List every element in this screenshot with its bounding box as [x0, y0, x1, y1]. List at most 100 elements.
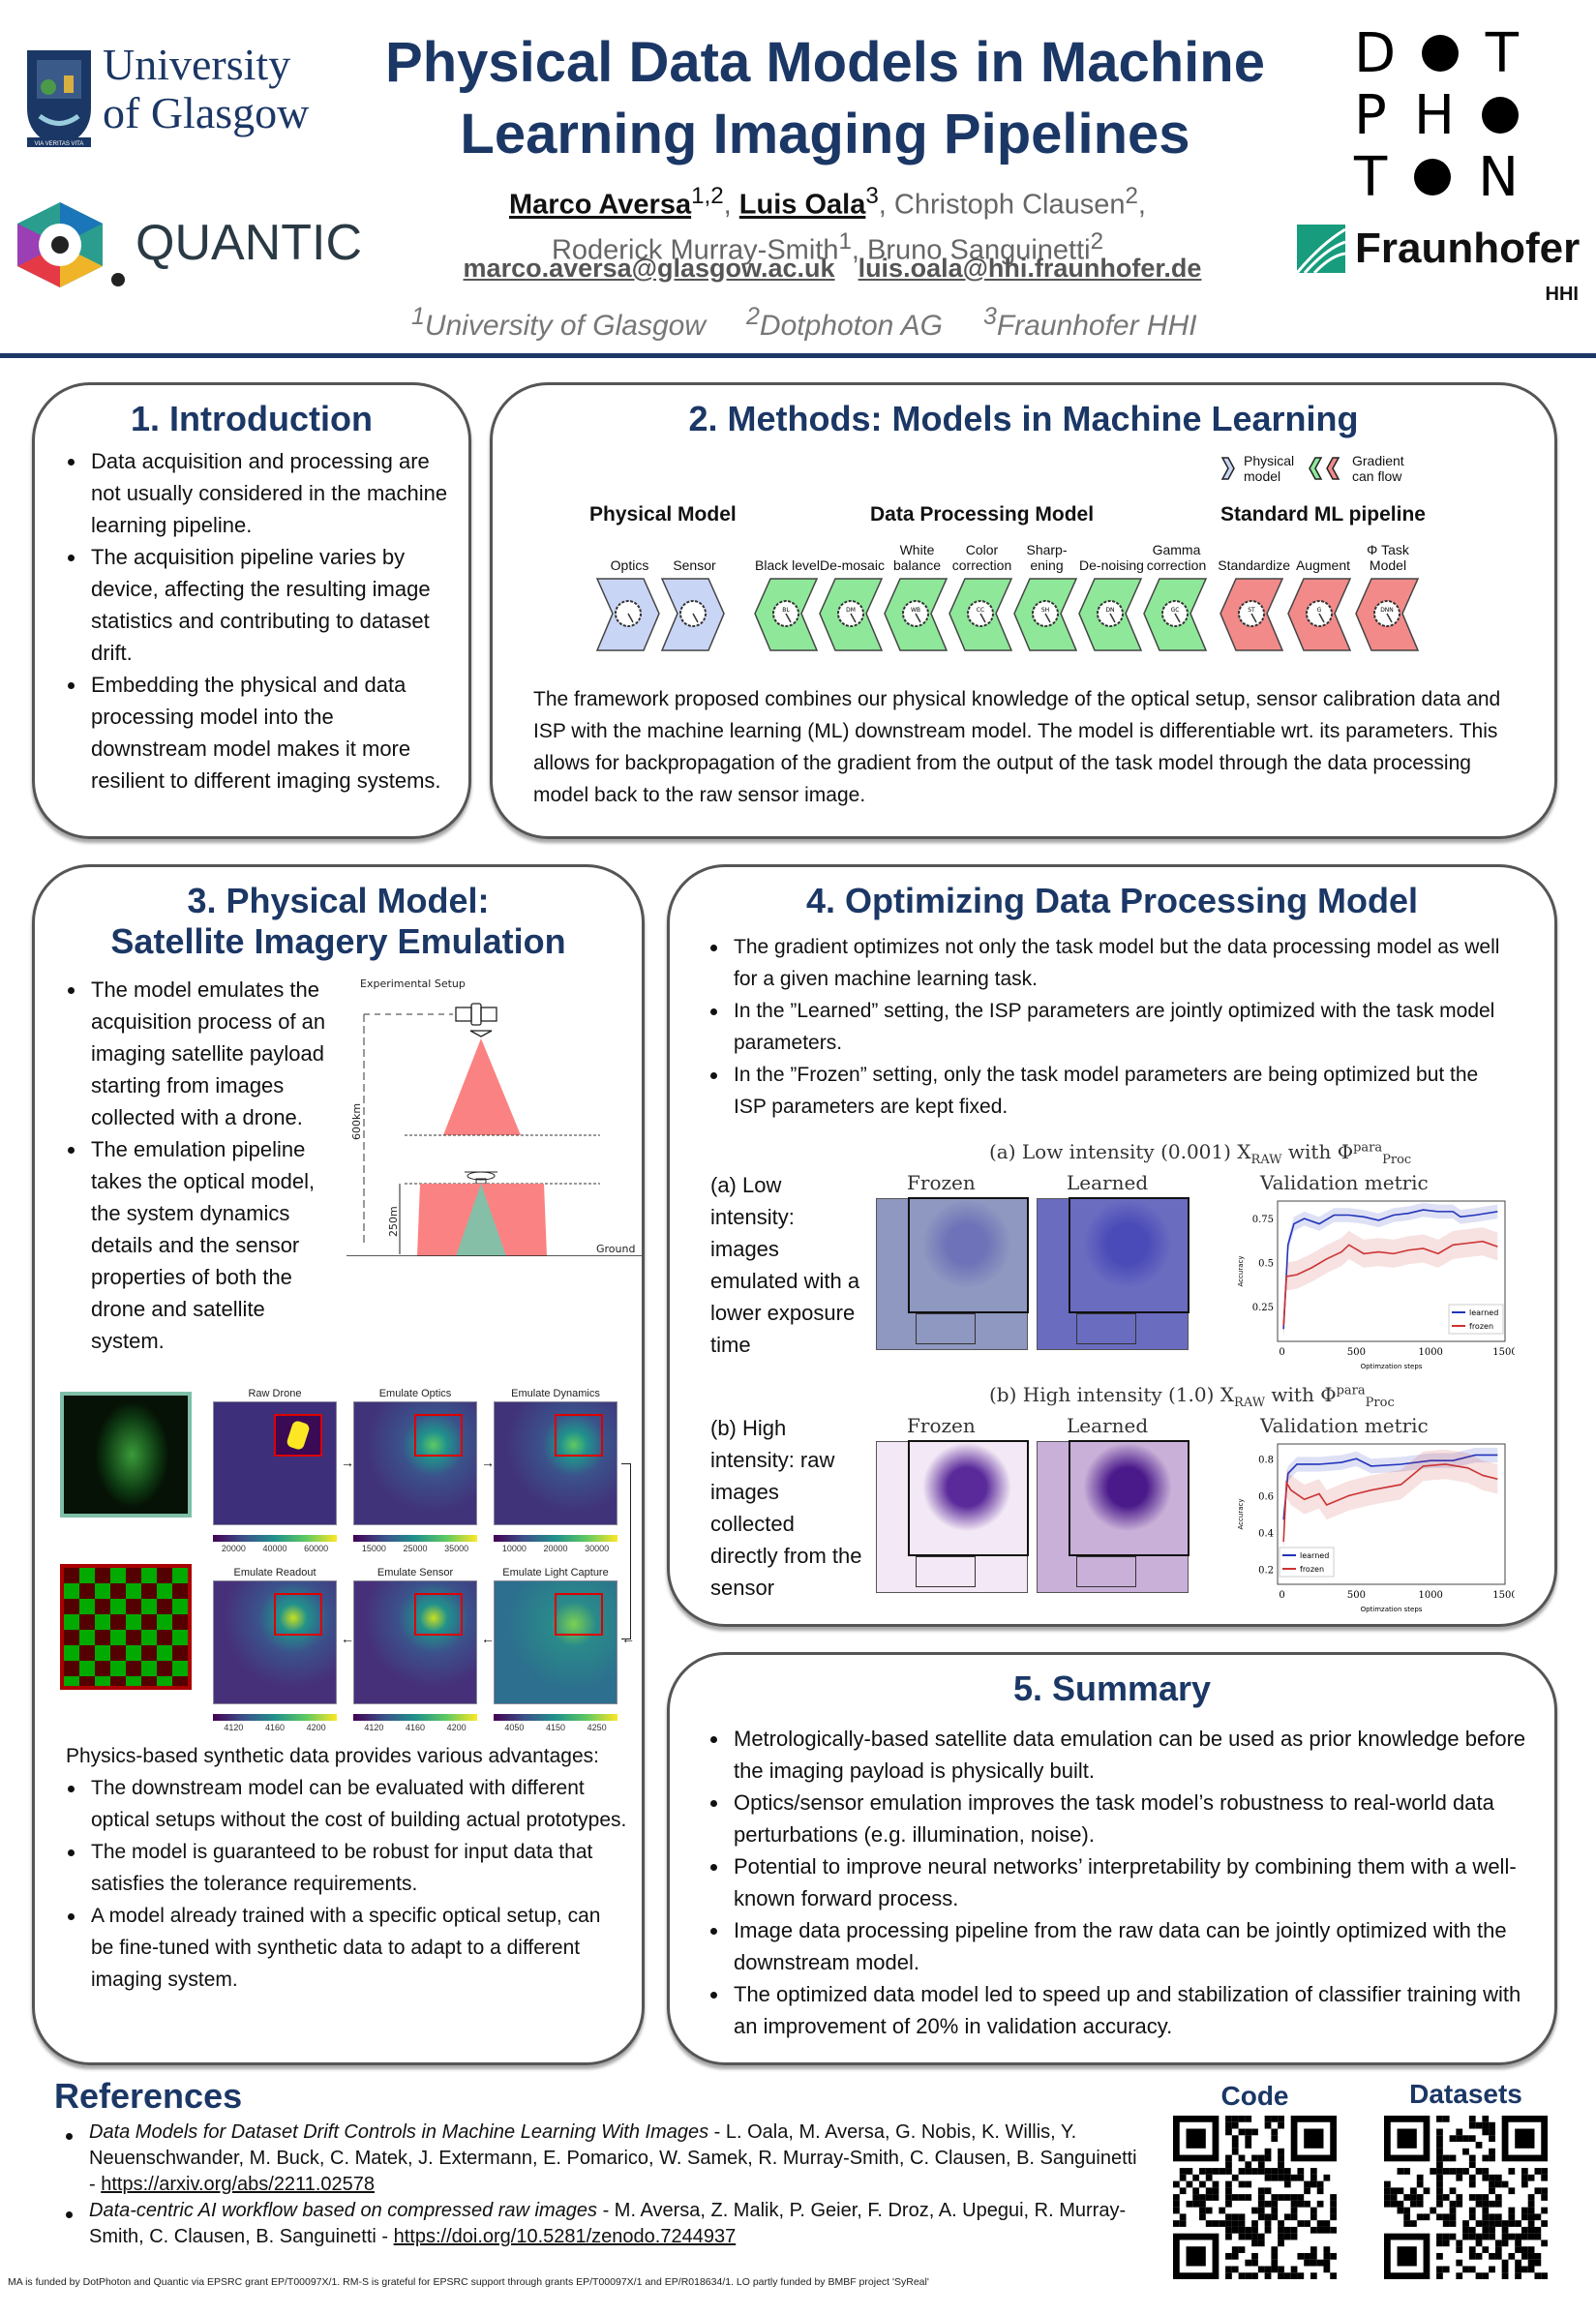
pipeline-stage-physical — [660, 578, 725, 651]
legend-label: frozen — [1300, 1565, 1324, 1574]
datasets-qr-code[interactable] — [1384, 2116, 1548, 2279]
bullet-item: Optics/sensor emulation improves the tas… — [710, 1787, 1533, 1850]
zoom-region — [916, 1313, 976, 1344]
legend-label: frozen — [1469, 1322, 1493, 1331]
inset-box — [414, 1414, 463, 1457]
section-title: 3. Physical Model: Satellite Imagery Emu… — [35, 881, 642, 962]
learned-label: Learned — [1067, 1414, 1149, 1437]
section-title: 2. Methods: Models in Machine Learning — [688, 399, 1359, 438]
bullet-item: The emulation pipeline takes the optical… — [68, 1133, 343, 1357]
fraunhofer-wordmark: Fraunhofer — [1355, 225, 1581, 272]
colorbar — [494, 1714, 617, 1721]
x-tick-label: 500 — [1347, 1590, 1366, 1601]
zoom-region — [1076, 1313, 1136, 1344]
dial-needle — [1109, 613, 1116, 623]
drone-icon — [465, 1171, 497, 1185]
frozen-label: Frozen — [907, 1414, 976, 1437]
bullet-item: In the ”Frozen” setting, only the task m… — [710, 1059, 1514, 1123]
colorbar — [213, 1535, 337, 1542]
email-link[interactable]: marco.aversa@glasgow.ac.uk — [463, 254, 835, 283]
bullet-item: The gradient optimizes not only the task… — [710, 931, 1514, 995]
author-list: Marco Aversa1,2, Luis Oala3, Christoph C… — [509, 183, 1146, 266]
author-name[interactable]: Luis Oala — [738, 189, 866, 221]
x-tick-label: 1000 — [1418, 1590, 1442, 1601]
code-qr-code[interactable] — [1173, 2116, 1337, 2279]
panel-title: Raw Drone — [248, 1388, 302, 1399]
stage-label: Gamma correction — [1146, 542, 1207, 573]
stage-label: Augment — [1295, 557, 1351, 573]
section-title: 1. Introduction — [131, 399, 373, 438]
stage-label: Standardize — [1218, 557, 1290, 573]
ground-label: Ground — [596, 1243, 635, 1255]
legend-label: learned — [1469, 1308, 1498, 1317]
affiliation: 3Fraunhofer HHI — [982, 303, 1197, 342]
bullet-item: The optimized data model led to speed up… — [710, 1978, 1533, 2042]
reference-link[interactable]: https://doi.org/10.5281/zenodo.7244937 — [393, 2226, 737, 2247]
panel-image — [494, 1401, 617, 1525]
dot-icon — [1481, 97, 1519, 134]
series-line-frozen — [1282, 1240, 1498, 1326]
stage-abbr: G — [1317, 607, 1322, 614]
x-axis-label: Optimzation steps — [1361, 1363, 1423, 1370]
series-band-frozen — [1283, 1227, 1498, 1340]
dial-needle — [850, 613, 857, 623]
y-axis-label: Accuracy — [1237, 1256, 1245, 1287]
setup-title: Experimental Setup — [360, 977, 466, 990]
dial-needle — [1044, 613, 1051, 623]
optimizing-bullets: The gradient optimizes not only the task… — [710, 931, 1514, 1123]
pipeline-stage-processing: SH — [1013, 578, 1078, 651]
flow-connector — [621, 1463, 631, 1639]
dot-icon — [1414, 159, 1452, 195]
inset-box — [414, 1593, 463, 1636]
x-tick-label: 1000 — [1418, 1347, 1442, 1358]
code-label: Code — [1220, 2081, 1289, 2111]
y-tick-label: 0.5 — [1258, 1258, 1274, 1269]
series-band-frozen — [1283, 1449, 1498, 1557]
dial-needle — [1250, 613, 1257, 623]
bullet-item: The model is guaranteed to be robust for… — [68, 1836, 627, 1900]
metric-label: Validation metric — [1260, 1414, 1429, 1437]
bullet-item: Potential to improve neural networks’ in… — [710, 1850, 1533, 1914]
height-label: 600km — [350, 1103, 363, 1140]
stage-abbr: SH — [1041, 607, 1049, 614]
series-line-frozen — [1282, 1463, 1498, 1543]
references-title: References — [54, 2076, 243, 2116]
group-label: Standard ML pipeline — [1220, 503, 1426, 526]
satellite-icon — [455, 1003, 497, 1037]
reference-link[interactable]: https://arxiv.org/abs/2211.02578 — [101, 2174, 375, 2195]
dot-icon — [1422, 35, 1460, 72]
dial-needle — [915, 613, 921, 623]
reference-item: Data Models for Dataset Drift Controls i… — [66, 2120, 1145, 2198]
methods-legend: Physical model Gradient can flow — [1220, 453, 1414, 484]
physical-model-section: 3. Physical Model: Satellite Imagery Emu… — [32, 864, 645, 2065]
summary-section: 5. Summary Metrologically-based satellit… — [667, 1652, 1557, 2065]
bullet-item: The downstream model can be evaluated wi… — [68, 1772, 627, 1836]
author-name: Christoph Clausen — [893, 189, 1126, 221]
email-link[interactable]: luis.oala@hhi.fraunhofer.de — [858, 254, 1202, 283]
series-line-learned — [1282, 1454, 1498, 1520]
pipeline-stage-ml: ST — [1220, 578, 1284, 651]
legend-box — [1279, 1547, 1335, 1578]
series-band-learned — [1283, 1202, 1498, 1337]
x-tick-label: 500 — [1347, 1347, 1366, 1358]
author-name[interactable]: Marco Aversa — [509, 189, 692, 221]
quantic-logo: QUANTIC — [12, 200, 389, 289]
panel-image — [353, 1580, 477, 1704]
pipeline-stage-processing: DM — [819, 578, 884, 651]
section-title-line: Satellite Imagery Emulation — [110, 921, 566, 961]
author-name: Roderick Murray-Smith — [551, 234, 839, 266]
panel-title: Emulate Optics — [378, 1388, 452, 1399]
x-tick-label: 0 — [1279, 1590, 1284, 1601]
bullet-item: Data acquisition and processing are not … — [68, 445, 455, 541]
panel-image — [353, 1401, 477, 1525]
dotphoton-letter: T — [1354, 146, 1388, 209]
arrow-icon: ← — [341, 1631, 354, 1646]
advantages-intro: Physics-based synthetic data provides va… — [66, 1745, 599, 1767]
author-sup: 3 — [865, 183, 879, 209]
